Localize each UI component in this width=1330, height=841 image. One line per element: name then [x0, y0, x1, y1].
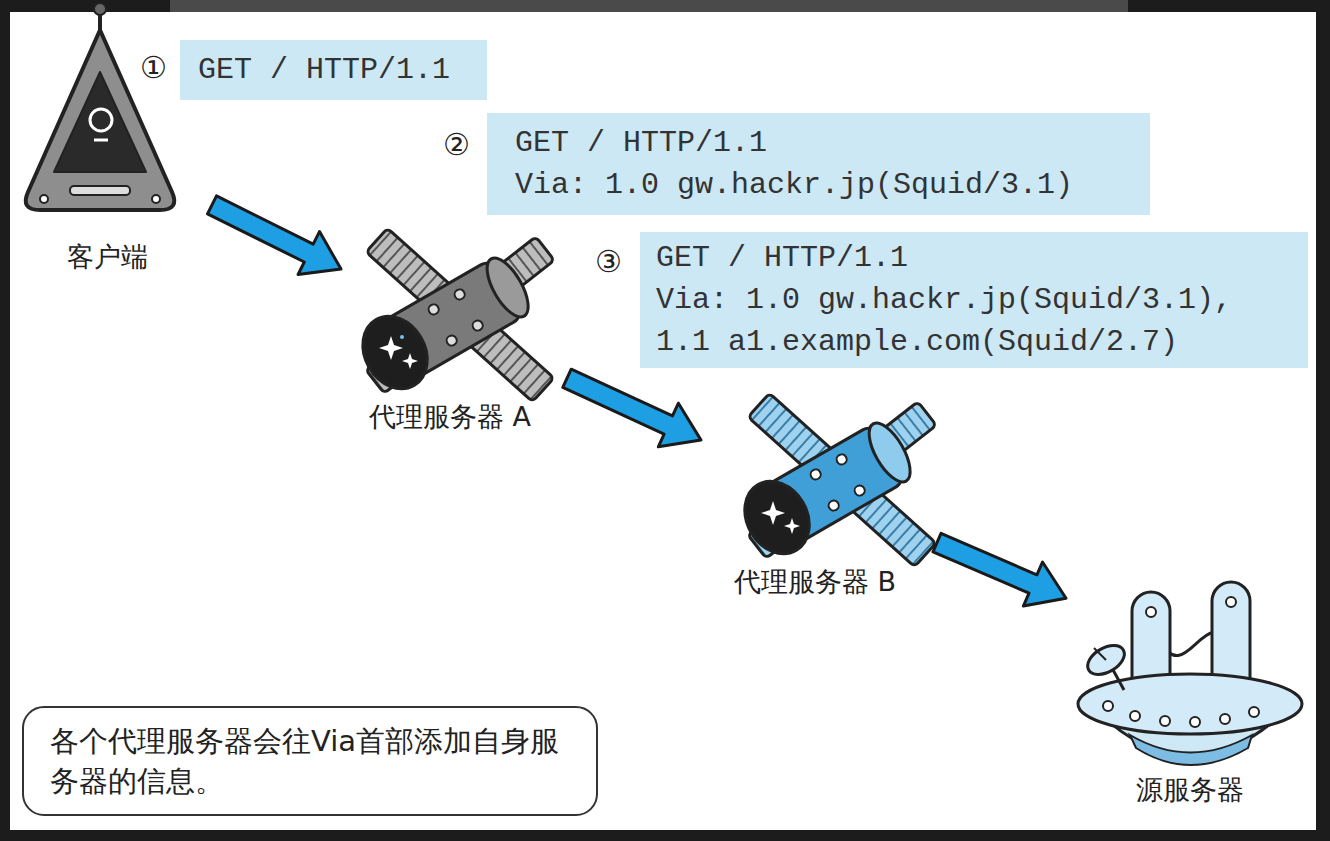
node-label: 客户端	[67, 239, 148, 275]
node-label: 代理服务器 B	[734, 564, 896, 600]
request-line: GET / HTTP/1.1	[198, 49, 450, 91]
client-node: 客户端	[15, 0, 200, 275]
block-arrow	[933, 533, 1066, 606]
callout-number: ③	[595, 244, 622, 280]
request-line: 1.1 a1.example.com(Squid/2.7)	[656, 321, 1178, 363]
origin-server-node: 源服务器	[1070, 575, 1310, 808]
node-label: 代理服务器 A	[369, 399, 531, 435]
proxy-satellite	[350, 228, 554, 402]
node-label: 源服务器	[1136, 772, 1244, 808]
callout-number: ②	[443, 127, 470, 163]
label-holder: 代理服务器 A	[345, 399, 555, 435]
request-box: GET / HTTP/1.1Via: 1.0 gw.hackr.jp(Squid…	[640, 232, 1308, 368]
proxy-satellite	[732, 393, 936, 567]
top-strip	[170, 0, 1128, 12]
label-holder: 客户端	[15, 239, 200, 275]
request-line: GET / HTTP/1.1	[515, 122, 767, 164]
note-box: 各个代理服务器会往Via首部添加自身服务器的信息。	[22, 706, 598, 816]
request-box: GET / HTTP/1.1Via: 1.0 gw.hackr.jp(Squid…	[487, 113, 1150, 215]
proxy-node: 代理服务器 B	[705, 395, 925, 600]
request-line: Via: 1.0 gw.hackr.jp(Squid/3.1),	[656, 279, 1232, 321]
callout-number: ①	[140, 50, 167, 86]
request-box: GET / HTTP/1.1	[180, 40, 487, 100]
note-text: 各个代理服务器会往Via首部添加自身服务器的信息。	[50, 721, 565, 801]
label-holder: 代理服务器 B	[705, 564, 925, 600]
proxy-node: 代理服务器 A	[345, 225, 555, 435]
block-arrow	[208, 196, 342, 275]
label-holder: 源服务器	[1070, 772, 1310, 808]
client-icon	[26, 3, 175, 210]
origin-server-icon	[1078, 582, 1302, 765]
request-line: GET / HTTP/1.1	[656, 237, 908, 279]
request-line: Via: 1.0 gw.hackr.jp(Squid/3.1)	[515, 164, 1073, 206]
block-arrow	[563, 369, 701, 447]
